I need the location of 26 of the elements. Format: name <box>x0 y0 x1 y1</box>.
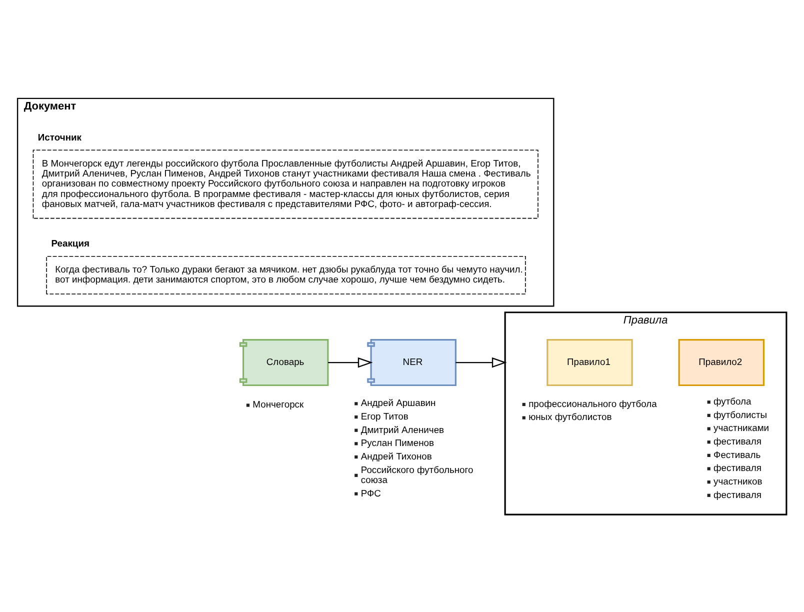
node-label: Источник <box>38 130 82 142</box>
node-box: Правило1 <box>546 338 633 386</box>
node-label: юных футболистов <box>528 410 612 422</box>
node-box: Правило2 <box>678 338 764 386</box>
node-label: участниками <box>714 422 770 433</box>
node-box: В Мончегорск едут легенды российского футбола Прославленные футболисты Андрей Аршавин, Егор Титов, Дмитрий Аленичев, Руслан Пименов, Андрей Тихонов станут участниками фестиваля Наша смена . Фестиваль организован по совместному проекту Российского футбольного союза и направлен на подготовку игроков для профессионального футбола. В программе фестиваля - мастер-классы для юных футболистов, серия фановых матчей, гала-матч участников фестиваля с представителями РФС, фото- и автограф-сессия. <box>32 149 538 218</box>
node-label: Мончегорск <box>252 398 304 410</box>
node-label: Российского футбольного союза <box>360 463 474 484</box>
node-label: Андрей Тихонов <box>360 450 432 461</box>
node-label: РФС <box>360 486 381 498</box>
node-label: участников <box>714 474 762 486</box>
node-label: футбола <box>714 395 752 406</box>
node-label: Фестиваль <box>714 448 761 460</box>
node-label: футболисты <box>714 408 768 420</box>
node-label: фестиваля <box>714 435 762 446</box>
node-label: фестиваля <box>714 488 762 500</box>
node-label: профессионального футбола <box>528 397 657 408</box>
node-label: фестиваля <box>714 462 762 473</box>
node-box: Когда фестиваль то? Только дураки бегают за мячиком. нет дзюбы рукаблуда тот точно бы чемуто научил. вот информация. дети занимаются спортом, это в любом случае хорошо, лучше чем бездумно сидеть. <box>46 255 526 294</box>
node-label: Андрей Аршавин <box>360 396 436 408</box>
node-label: Егор Титов <box>360 410 408 421</box>
node-label: Реакция <box>51 237 90 248</box>
node-label: Дмитрий Аленичев <box>360 423 444 434</box>
arrow <box>328 356 373 368</box>
node-label: Руслан Пименов <box>360 436 434 448</box>
arrow <box>456 356 507 368</box>
